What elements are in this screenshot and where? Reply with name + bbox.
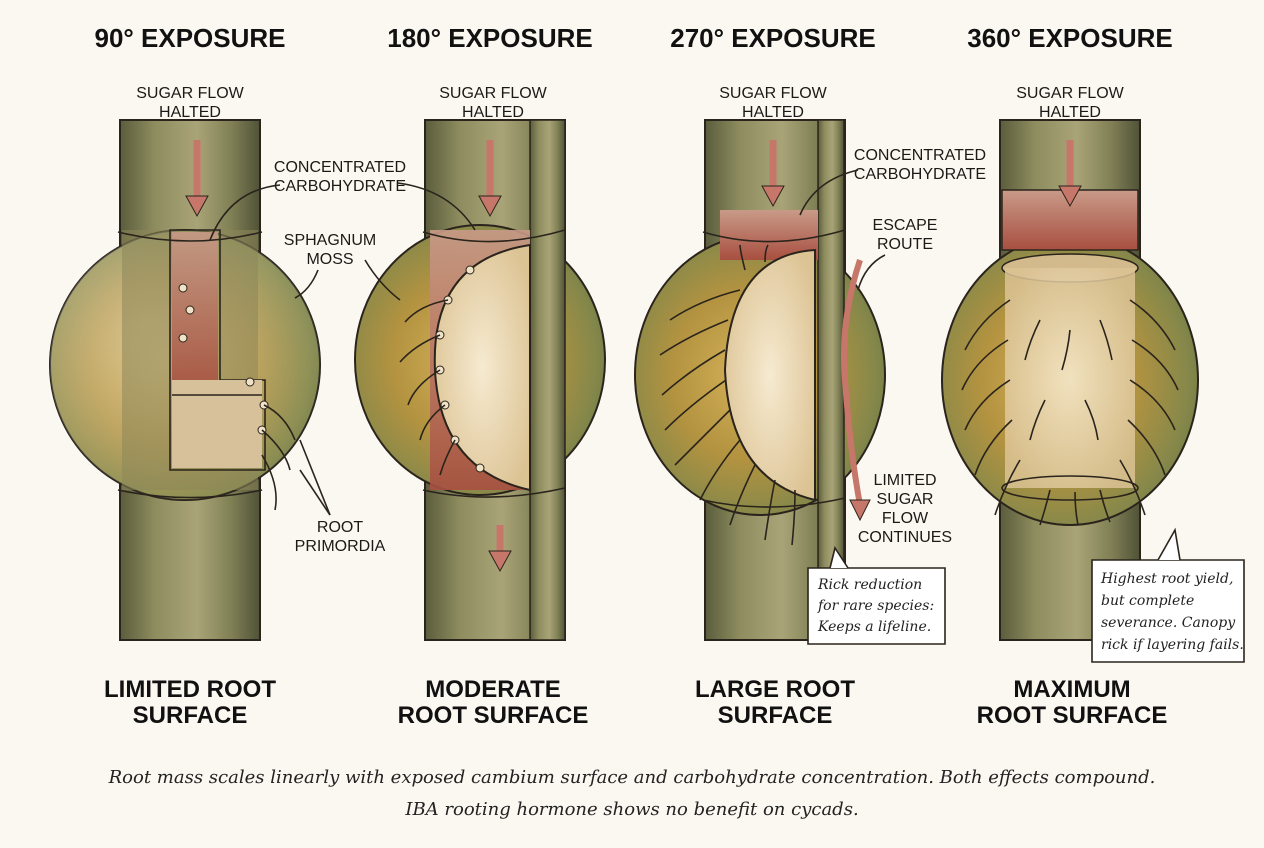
bottom-tie — [117, 489, 263, 499]
caption-line: IBA rooting hormone shows no benefit on … — [404, 799, 858, 820]
limited-sugar-flow-label: CONTINUES — [858, 529, 952, 546]
panel-90-footer: LIMITED ROOT — [104, 676, 276, 703]
top-tie — [702, 229, 846, 243]
leader-line — [397, 182, 476, 231]
sugar-flow-label: HALTED — [462, 104, 524, 121]
panel-180-footer: MODERATE — [425, 676, 561, 703]
sugar-flow-arrowhead — [185, 195, 209, 218]
panel-90-header: 90° EXPOSURE — [94, 23, 285, 53]
note-text: rick if layering fails. — [1101, 637, 1244, 653]
root-hairs — [961, 299, 1179, 526]
root-primordia-label: PRIMORDIA — [295, 538, 386, 555]
top-tie — [117, 231, 263, 242]
concentrated-carbohydrate-label: CARBOHYDRATE — [854, 166, 986, 183]
leader-line — [799, 169, 859, 216]
panel-180: 180° EXPOSURE SUGAR FLOW HALTED MODERATE… — [354, 23, 606, 729]
panel-90: 90° EXPOSURE SUGAR FLOW HALTED CONCENTRA… — [49, 23, 406, 729]
carbohydrate-zone — [172, 232, 218, 382]
root-hairs — [659, 244, 796, 546]
sugar-flow-label: HALTED — [742, 104, 804, 121]
leader-line — [364, 259, 401, 301]
limited-sugar-flow-label: LIMITED — [873, 472, 936, 489]
panel-270-header: 270° EXPOSURE — [670, 23, 876, 53]
note-text: Highest root yield, — [1100, 571, 1233, 587]
note-text: but complete — [1101, 593, 1194, 609]
escape-route-label: ESCAPE — [873, 217, 938, 234]
leader-line — [209, 184, 281, 241]
carbohydrate-zone — [720, 210, 818, 260]
sugar-flow-arrowhead — [1058, 185, 1082, 208]
escape-route-arrowhead — [849, 499, 871, 522]
concentrated-carbohydrate-label: CONCENTRATED — [854, 147, 986, 164]
bark-strip — [529, 119, 566, 641]
root-primordia — [178, 283, 269, 435]
sugar-flow-label: SUGAR FLOW — [136, 85, 244, 102]
note-text: for rare species: — [817, 598, 934, 614]
sugar-flow-label: SUGAR FLOW — [439, 85, 547, 102]
escape-route-arrow — [841, 259, 863, 506]
leader-line — [857, 254, 886, 291]
downstream-arrowhead — [488, 550, 512, 573]
exposed-cambium — [1005, 268, 1135, 488]
sugar-flow-label: SUGAR FLOW — [1016, 85, 1124, 102]
exposed-cambium — [723, 248, 816, 502]
panel-180-footer: ROOT SURFACE — [398, 702, 589, 729]
limited-sugar-flow-label: SUGAR — [877, 491, 934, 508]
sugar-flow-label: SUGAR FLOW — [719, 85, 827, 102]
bottom-tie — [422, 487, 566, 498]
maximum-exposure-note: Highest root yield, but complete severan… — [1091, 527, 1245, 663]
leader-line — [299, 469, 331, 516]
panel-270: 270° EXPOSURE SUGAR FLOW HALTED ESCAPE R… — [634, 23, 952, 729]
limited-sugar-flow-label: FLOW — [882, 510, 929, 527]
root-hairs — [399, 299, 456, 476]
root-primordia — [435, 265, 485, 473]
panel-180-header: 180° EXPOSURE — [387, 23, 593, 53]
sphagnum-moss-label: MOSS — [306, 251, 353, 268]
sugar-flow-arrowhead — [761, 185, 785, 208]
severed-ring-bottom — [1001, 475, 1139, 501]
panel-360-header: 360° EXPOSURE — [967, 23, 1173, 53]
carbohydrate-zone — [1001, 189, 1139, 251]
leader-line — [299, 439, 331, 516]
exposed-cambium — [172, 380, 262, 468]
panel-270-footer: SURFACE — [718, 702, 833, 729]
leader-line — [294, 269, 319, 299]
panel-360: 360° EXPOSURE SUGAR FLOW HALTED Highest … — [941, 23, 1245, 729]
top-tie — [422, 229, 566, 243]
panel-270-footer: LARGE ROOT — [695, 676, 855, 703]
root-hairs — [261, 404, 296, 511]
concentrated-carbohydrate-label: CONCENTRATED — [274, 159, 406, 176]
note-text: Keeps a lifeline. — [817, 619, 931, 635]
note-text: Rick reduction — [817, 577, 922, 593]
bottom-tie — [702, 497, 846, 508]
panel-360-footer: MAXIMUM — [1013, 676, 1130, 703]
sugar-flow-label: HALTED — [1039, 104, 1101, 121]
sphagnum-moss-label: SPHAGNUM — [284, 232, 376, 249]
girdle-cut — [169, 229, 266, 471]
caption-line: Root mass scales linearly with exposed c… — [108, 767, 1156, 788]
root-primordia-label: ROOT — [317, 519, 363, 536]
sugar-flow-label: HALTED — [159, 104, 221, 121]
exposed-cambium — [433, 243, 531, 492]
rare-species-note: Rick reduction for rare species: Keeps a… — [807, 546, 946, 645]
note-text: severance. Canopy — [1101, 615, 1236, 631]
sugar-flow-arrowhead — [478, 195, 502, 218]
escape-route-label: ROUTE — [877, 236, 933, 253]
concentrated-carbohydrate-label: CARBOHYDRATE — [274, 178, 406, 195]
panel-360-footer: ROOT SURFACE — [977, 702, 1168, 729]
panel-90-footer: SURFACE — [133, 702, 248, 729]
